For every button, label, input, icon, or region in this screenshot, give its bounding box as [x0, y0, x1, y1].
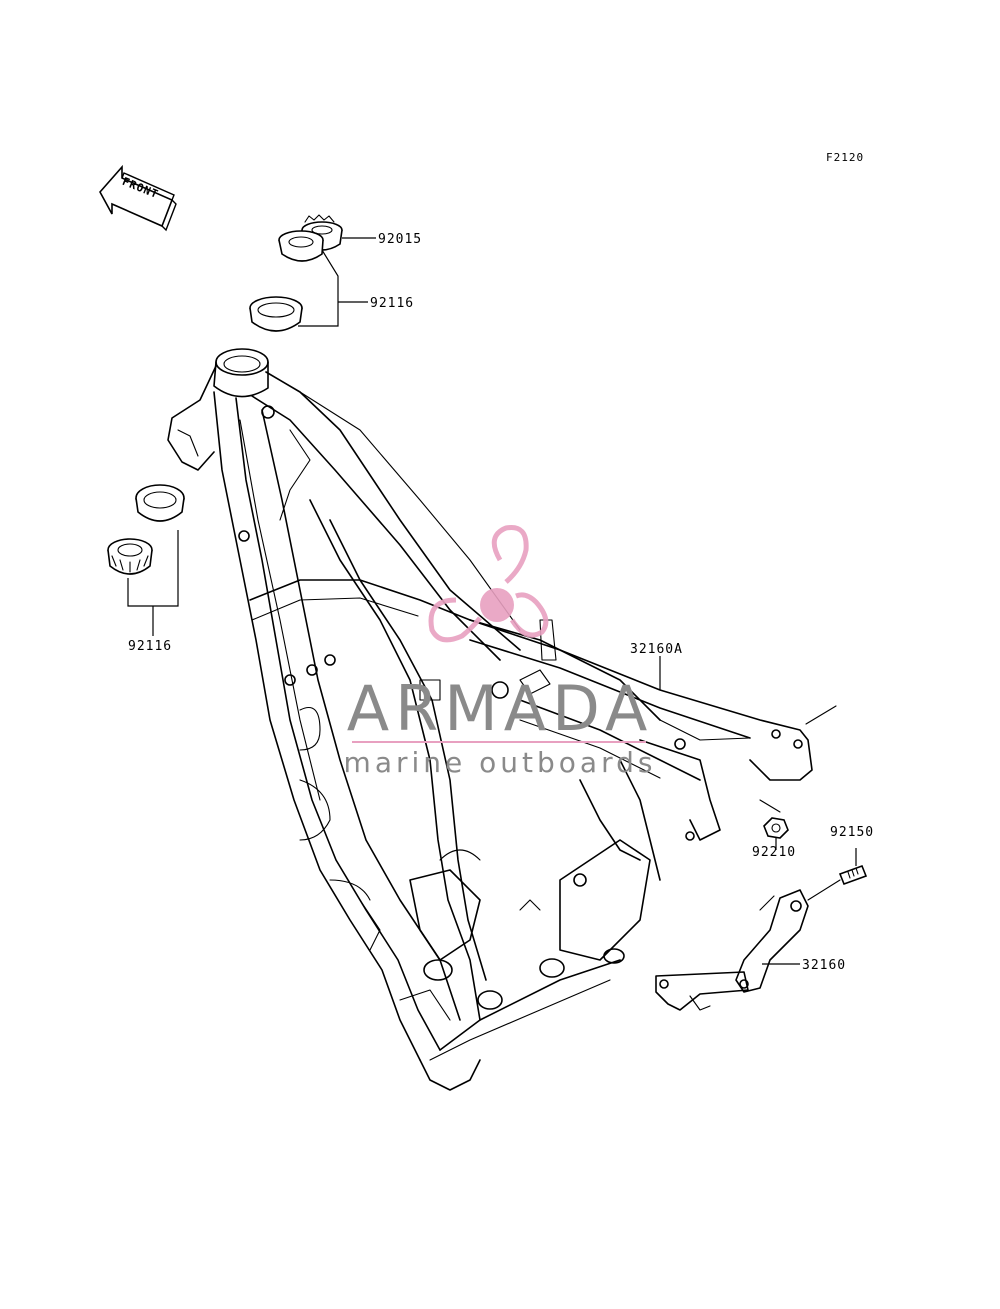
watermark-brand: ARMADA: [347, 672, 653, 745]
part-label-92116-bottom: 92116: [128, 639, 172, 654]
main-frame: [167, 348, 661, 1091]
part-label-92210: 92210: [752, 845, 796, 860]
watermark-logo: [428, 524, 549, 643]
part-label-92150: 92150: [830, 825, 874, 840]
stem-bearing-top: [278, 230, 324, 262]
part-label-92116-top: 92116: [370, 296, 414, 311]
bracket-32160: [655, 889, 809, 1011]
stem-race-bottom: [135, 484, 185, 522]
watermark-tagline: marine outboards: [344, 746, 657, 779]
part-label-32160A: 32160A: [630, 642, 683, 657]
stem-race-top: [249, 296, 303, 332]
stem-bearing-bottom: [107, 538, 153, 575]
figure-code: F2120: [826, 151, 864, 164]
nut-92210: [763, 817, 789, 850]
part-label-32160: 32160: [802, 958, 846, 973]
front-arrow-icon: FRONT: [99, 164, 177, 232]
part-label-92015: 92015: [378, 232, 422, 247]
bolt-92150: [807, 848, 868, 901]
rear-subframe-32160A: [469, 619, 813, 841]
